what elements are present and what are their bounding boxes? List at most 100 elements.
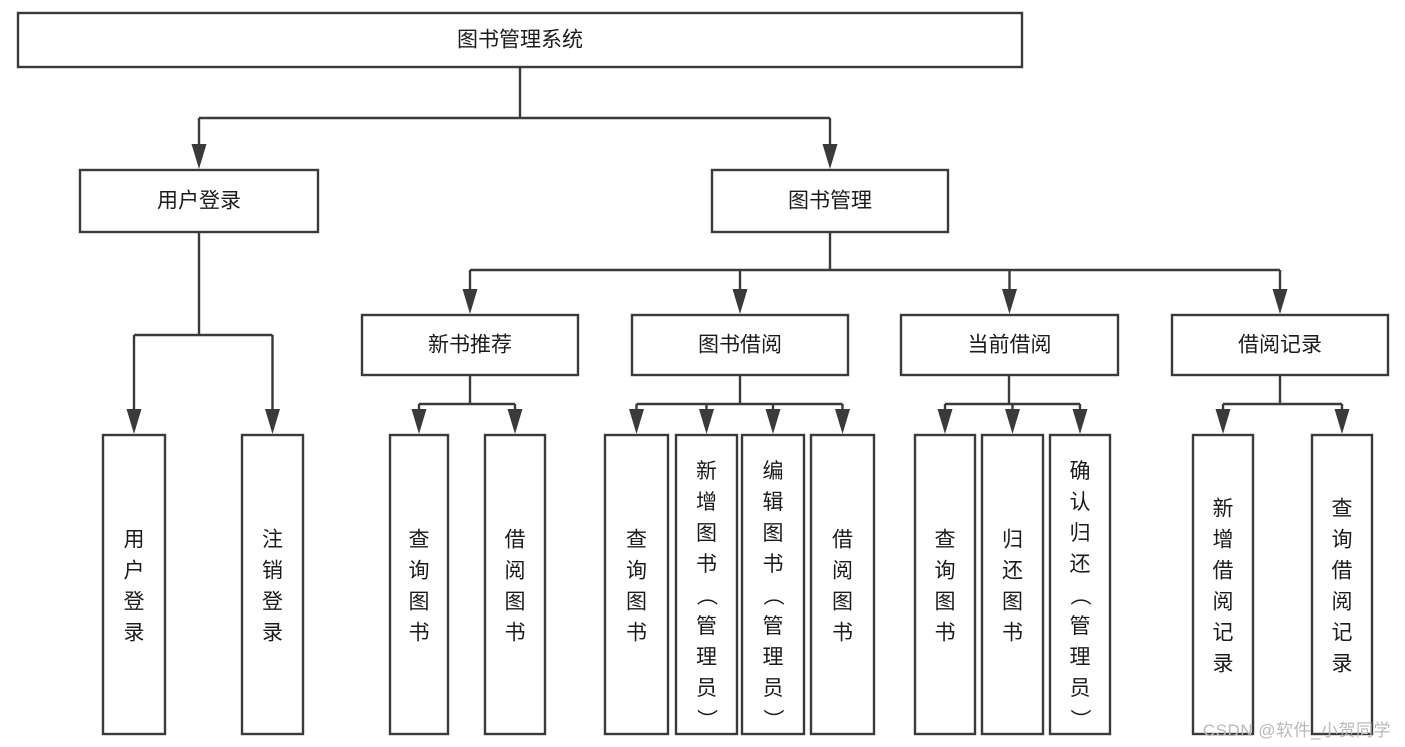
node-box[interactable]: [809, 433, 876, 736]
node-label-char: 书: [832, 622, 853, 645]
node-图书管理系统[interactable]: 图书管理系统: [16, 11, 1024, 69]
node-label-char: 用: [124, 529, 145, 552]
node-label-char: 辑: [763, 491, 784, 514]
node-label-char: 登: [124, 591, 145, 614]
node-box[interactable]: [1048, 433, 1112, 736]
node-label-char: ）: [1068, 709, 1091, 730]
node-当前借阅[interactable]: 当前借阅: [899, 313, 1120, 377]
node-label-char: 书: [935, 622, 956, 645]
node-box[interactable]: [1191, 433, 1255, 736]
node-label-char: 录: [262, 622, 283, 645]
node-box[interactable]: [240, 433, 305, 736]
node-box[interactable]: [1170, 313, 1390, 377]
node-box[interactable]: [913, 433, 977, 736]
node-label-char: 员: [696, 677, 717, 700]
node-label-char: 确: [1070, 460, 1091, 483]
node-box[interactable]: [899, 313, 1120, 377]
node-label-char: （: [1068, 585, 1091, 606]
node-label-char: 还: [1002, 560, 1023, 583]
arrow-head-icon: [507, 409, 523, 434]
node-box[interactable]: [388, 433, 450, 736]
node-label-char: 图: [763, 522, 784, 545]
node-用户登录[interactable]: 用户登录: [101, 433, 167, 736]
connector-group: [937, 375, 1088, 434]
node-label-char: 借: [505, 529, 526, 552]
node-label-char: ）: [761, 709, 784, 730]
node-label-char: 阅: [1332, 591, 1353, 614]
node-label: 图书管理系统: [457, 29, 583, 52]
arrow-head-icon: [1002, 289, 1017, 314]
node-box[interactable]: [710, 168, 950, 234]
node-label-char: 理: [763, 646, 784, 669]
node-label: 图书管理: [788, 190, 872, 213]
node-label-char: 阅: [505, 560, 526, 583]
node-用户登录[interactable]: 用户登录: [78, 168, 320, 234]
node-label-char: 录: [124, 622, 145, 645]
node-label-char: 书: [696, 553, 717, 576]
node-box[interactable]: [674, 433, 739, 736]
node-图书借阅[interactable]: 图书借阅: [630, 313, 850, 377]
node-label-char: （: [695, 585, 718, 606]
node-label-char: 图: [409, 591, 430, 614]
node-box[interactable]: [78, 168, 320, 234]
node-box[interactable]: [360, 313, 580, 377]
arrow-head-icon: [1215, 409, 1231, 434]
node-box[interactable]: [603, 433, 670, 736]
node-label-char: 编: [763, 460, 784, 483]
node-图书管理[interactable]: 图书管理: [710, 168, 950, 234]
node-label-char: 理: [1070, 646, 1091, 669]
node-新书推荐[interactable]: 新书推荐: [360, 313, 580, 377]
node-label-char: ）: [695, 709, 718, 730]
node-label-char: 借: [832, 529, 853, 552]
node-label-char: 新: [696, 460, 717, 483]
node-label-char: 书: [626, 622, 647, 645]
node-box[interactable]: [16, 11, 1024, 69]
node-label-char: 图: [626, 591, 647, 614]
node-借阅记录[interactable]: 借阅记录: [1170, 313, 1390, 377]
node-label-char: 书: [763, 553, 784, 576]
node-label-char: 还: [1070, 553, 1091, 576]
node-box[interactable]: [483, 433, 547, 736]
node-label-char: 登: [262, 591, 283, 614]
arrow-head-icon: [1334, 409, 1350, 434]
node-box[interactable]: [630, 313, 850, 377]
node-box[interactable]: [101, 433, 167, 736]
connectors-layer: [126, 67, 1350, 434]
node-label: 新书推荐: [428, 334, 512, 357]
arrow-head-icon: [699, 409, 714, 434]
node-label-char: 员: [1070, 677, 1091, 700]
node-label-char: 记: [1213, 622, 1234, 645]
node-box[interactable]: [980, 433, 1045, 736]
node-label-char: 图: [696, 522, 717, 545]
arrow-head-icon: [732, 289, 748, 314]
node-label-char: 增: [1213, 529, 1234, 552]
connector-group: [1215, 375, 1350, 434]
node-box[interactable]: [740, 433, 806, 736]
connector-group: [126, 232, 280, 434]
node-label-char: 归: [1002, 529, 1023, 552]
arrow-head-icon: [1005, 409, 1020, 434]
node-label-char: 书: [409, 622, 430, 645]
node-label-char: （: [761, 585, 784, 606]
nodes-layer: 图书管理系统用户登录图书管理新书推荐图书借阅当前借阅借阅记录用户登录注销登录查询…: [16, 11, 1390, 736]
connector-group: [411, 375, 523, 434]
node-box[interactable]: [1310, 433, 1374, 736]
node-label-char: 图: [1002, 591, 1023, 614]
node-label-char: 理: [696, 646, 717, 669]
node-label: 用户登录: [157, 190, 241, 213]
node-label-char: 销: [262, 560, 283, 583]
node-label-char: 书: [505, 622, 526, 645]
arrow-head-icon: [462, 289, 478, 314]
